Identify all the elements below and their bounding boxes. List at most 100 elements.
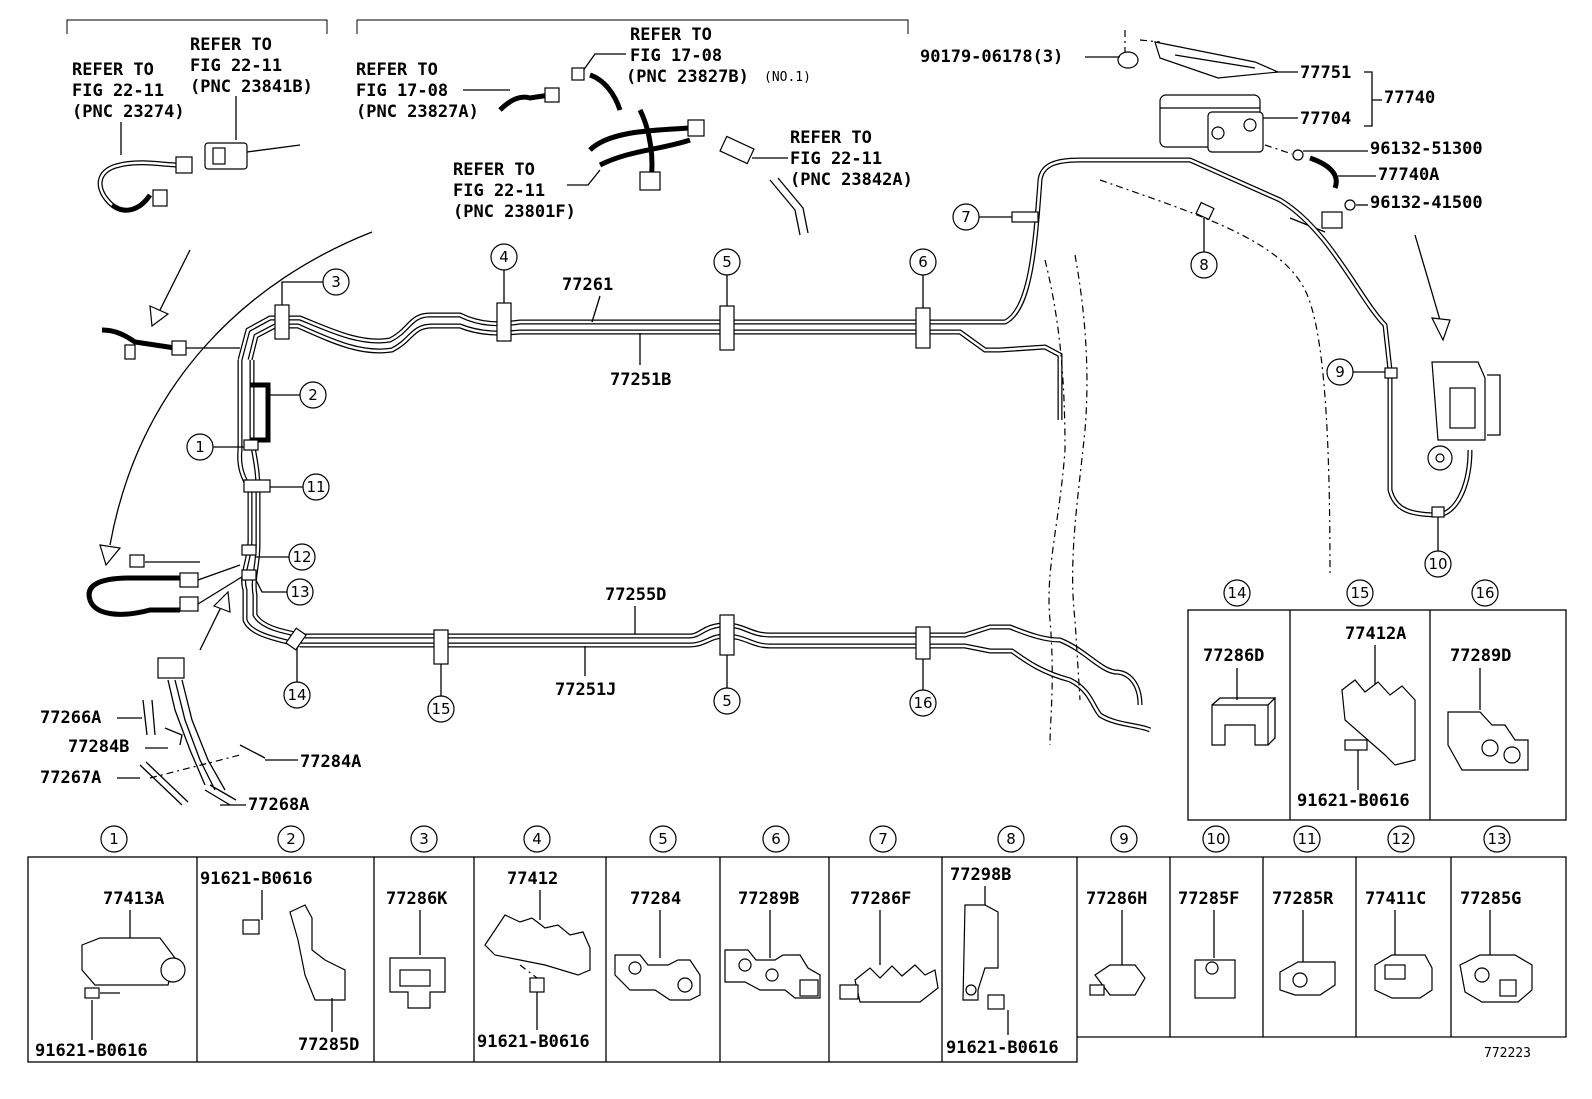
svg-text:77411C: 77411C xyxy=(1365,889,1426,909)
svg-text:(PNC 23842A): (PNC 23842A) xyxy=(790,170,913,190)
svg-text:REFER TO: REFER TO xyxy=(72,60,154,80)
label-77268a: 77268A xyxy=(248,795,309,815)
label-77740a: 77740A xyxy=(1378,165,1439,185)
bottom-box-10: 10 77285F xyxy=(1178,825,1239,999)
svg-text:15: 15 xyxy=(431,700,450,718)
label-77251b: 77251B xyxy=(610,370,671,390)
callout-10: 10 xyxy=(1424,517,1452,578)
svg-text:13: 13 xyxy=(290,583,309,601)
bottom-box-6: 6 77289B xyxy=(724,825,821,999)
tube-77251b xyxy=(247,323,1063,420)
svg-text:15: 15 xyxy=(1350,584,1369,602)
svg-text:REFER TO: REFER TO xyxy=(630,25,712,45)
svg-text:(NO.1): (NO.1) xyxy=(764,70,811,85)
callout-8: 8 xyxy=(1190,218,1218,279)
svg-text:91621-B0616: 91621-B0616 xyxy=(200,869,313,889)
svg-text:13: 13 xyxy=(1487,830,1506,848)
ref-note-pnc-23827b: REFER TO FIG 17-08 (PNC 23827B) (NO.1) xyxy=(626,25,811,87)
bottom-box-8: 8 77298B 91621-B0616 xyxy=(946,825,1059,1058)
svg-text:16: 16 xyxy=(1475,584,1494,602)
ref-bracket-center xyxy=(356,19,909,34)
tube-77261 xyxy=(237,157,1393,371)
svg-text:77286K: 77286K xyxy=(386,889,448,909)
svg-text:77286F: 77286F xyxy=(850,889,911,909)
callout-5-lower: 5 xyxy=(713,655,741,715)
svg-text:16: 16 xyxy=(913,694,932,712)
label-90179-06178: 90179-06178(3) xyxy=(920,47,1063,67)
svg-text:11: 11 xyxy=(1297,830,1316,848)
callout-15: 15 xyxy=(427,664,455,723)
label-77251j: 77251J xyxy=(555,680,616,700)
svg-text:77286H: 77286H xyxy=(1086,889,1147,909)
callout-6: 6 xyxy=(909,248,937,308)
svg-text:12: 12 xyxy=(1391,830,1410,848)
svg-text:77412: 77412 xyxy=(507,869,558,889)
svg-text:6: 6 xyxy=(918,253,928,271)
callout-2: 2 xyxy=(268,381,327,409)
svg-text:77286D: 77286D xyxy=(1203,646,1264,666)
label-77284a: 77284A xyxy=(300,752,361,772)
svg-text:8: 8 xyxy=(1006,830,1016,848)
svg-text:77284: 77284 xyxy=(630,889,681,909)
ref-note-pnc-23274: REFER TO FIG 22-11 (PNC 23274) xyxy=(72,60,185,122)
svg-text:FIG 17-08: FIG 17-08 xyxy=(630,46,722,66)
svg-text:3: 3 xyxy=(331,273,341,291)
svg-text:9: 9 xyxy=(1335,363,1345,381)
callout-14: 14 xyxy=(283,648,311,709)
clips-on-tubes xyxy=(241,201,1445,665)
bottom-box-5: 5 77284 xyxy=(614,825,701,1001)
svg-text:4: 4 xyxy=(532,830,542,848)
label-77266a: 77266A xyxy=(40,708,101,728)
svg-text:FIG 22-11: FIG 22-11 xyxy=(72,81,164,101)
valve-drawing xyxy=(1321,211,1343,229)
svg-text:91621-B0616: 91621-B0616 xyxy=(35,1041,148,1061)
svg-text:77285R: 77285R xyxy=(1272,889,1334,909)
svg-text:REFER TO: REFER TO xyxy=(453,160,535,180)
ref-bracket-left xyxy=(66,19,328,34)
svg-text:77285G: 77285G xyxy=(1460,889,1521,909)
ref-note-pnc-23801f: REFER TO FIG 22-11 (PNC 23801F) xyxy=(453,160,576,222)
bottom-box-7: 7 77286F xyxy=(839,825,939,1003)
svg-text:6: 6 xyxy=(771,830,781,848)
label-77704: 77704 xyxy=(1300,109,1351,129)
bottom-box-13: 13 77285G xyxy=(1459,825,1533,1003)
bottom-box-12: 12 77411C xyxy=(1365,825,1433,999)
ref-note-pnc-23842a: REFER TO FIG 22-11 (PNC 23842A) xyxy=(790,128,913,190)
ref-note-pnc-23827a: REFER TO FIG 17-08 (PNC 23827A) xyxy=(356,60,479,122)
svg-text:77412A: 77412A xyxy=(1345,624,1406,644)
svg-text:2: 2 xyxy=(308,386,318,404)
callout-1: 1 xyxy=(186,433,244,461)
clip-box-bottom xyxy=(27,856,1567,1063)
callout-12: 12 xyxy=(256,543,316,571)
svg-text:7: 7 xyxy=(878,830,888,848)
svg-text:REFER TO: REFER TO xyxy=(356,60,438,80)
svg-text:77289B: 77289B xyxy=(738,889,799,909)
svg-text:FIG 22-11: FIG 22-11 xyxy=(453,181,545,201)
right-box-15: 15 77412A 91621-B0616 xyxy=(1297,579,1416,811)
right-box-14: 14 77286D xyxy=(1203,579,1277,746)
svg-text:5: 5 xyxy=(658,830,668,848)
svg-text:FIG 17-08: FIG 17-08 xyxy=(356,81,448,101)
ref-note-pnc-23841b: REFER TO FIG 22-11 (PNC 23841B) xyxy=(190,35,313,97)
svg-text:REFER TO: REFER TO xyxy=(790,128,872,148)
lower-left-brackets xyxy=(139,657,266,806)
svg-text:77413A: 77413A xyxy=(103,889,164,909)
svg-text:77289D: 77289D xyxy=(1450,646,1511,666)
svg-text:77285F: 77285F xyxy=(1178,889,1239,909)
tube-77255d xyxy=(305,622,1143,706)
svg-text:77285D: 77285D xyxy=(298,1035,359,1055)
svg-text:5: 5 xyxy=(722,692,732,710)
canister-lower-bracket xyxy=(1427,361,1501,471)
svg-text:2: 2 xyxy=(286,830,296,848)
svg-text:91621-B0616: 91621-B0616 xyxy=(477,1032,590,1052)
label-96132-41500: 96132-41500 xyxy=(1370,193,1483,213)
bottom-box-11: 11 77285R xyxy=(1272,825,1336,996)
bottom-box-1: 1 77413A 91621-B0616 xyxy=(35,825,186,1061)
bracket-77751 xyxy=(1154,41,1281,79)
bottom-box-3: 3 77286K xyxy=(386,825,448,1009)
bottom-box-2: 2 91621-B0616 77285D xyxy=(200,825,359,1055)
label-77267a: 77267A xyxy=(40,768,101,788)
svg-text:3: 3 xyxy=(419,830,429,848)
svg-text:91621-B0616: 91621-B0616 xyxy=(946,1038,1059,1058)
label-77284b: 77284B xyxy=(68,737,129,757)
